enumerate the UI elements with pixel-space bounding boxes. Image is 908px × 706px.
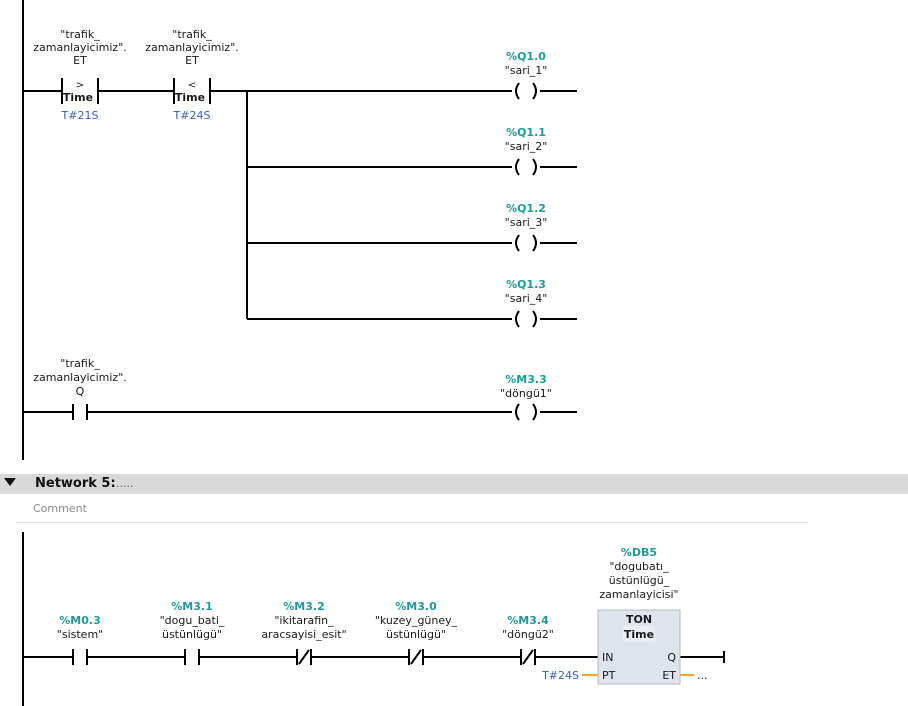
coil-name: "sari_1" — [505, 64, 548, 77]
contact-label: Q — [76, 385, 85, 398]
coil-sari-2[interactable]: %Q1.1 "sari_2" — [505, 126, 548, 176]
coil-name: "sari_2" — [505, 140, 548, 153]
contact-label: üstünlügü" — [386, 628, 446, 641]
contact-label: üstünlügü" — [162, 628, 222, 641]
timer-name: "dogubatı_ — [609, 560, 669, 573]
timer-db-address: %DB5 — [621, 546, 657, 559]
contact-label: aracsayisi_esit" — [261, 628, 346, 641]
timer-name: üstünlügü_ — [609, 574, 670, 587]
contact-address: %M3.4 — [507, 614, 549, 627]
contact-label: "sistem" — [57, 628, 103, 641]
timer-pin-pt: PT — [602, 669, 616, 682]
contact-label: "dogu_bati_ — [160, 614, 225, 627]
contact-address: %M3.2 — [283, 600, 324, 613]
coil-name: "döngü1" — [500, 387, 552, 400]
compare-param[interactable]: T#24S — [173, 109, 211, 122]
timer-pin-q: Q — [667, 651, 676, 664]
network-title: Network 5: — [35, 476, 116, 491]
timer-pin-et: ET — [662, 669, 676, 682]
contact-label: "döngü2" — [502, 628, 554, 641]
operand-label: ET — [73, 54, 87, 67]
contact-ikitarafin[interactable]: %M3.2 "ikitarafin_ aracsayisi_esit" — [261, 600, 347, 665]
contact-address: %M3.1 — [171, 600, 212, 613]
coil-sari-1[interactable]: %Q1.0 "sari_1" — [505, 50, 548, 100]
coil-sari-3[interactable]: %Q1.2 "sari_3" — [505, 202, 548, 252]
contact-address: %M3.0 — [395, 600, 437, 613]
contact-timer-q[interactable]: "trafik_ zamanlayicimiz". Q — [33, 357, 127, 420]
compare-operator: < — [188, 80, 196, 91]
timer-type: TON — [626, 613, 652, 626]
coil-address: %M3.3 — [505, 373, 546, 386]
timer-et-value[interactable]: ... — [697, 669, 708, 682]
timer-name: zamanlayicisi" — [599, 588, 678, 601]
timer-subtype-box — [623, 626, 655, 642]
comment-placeholder: Comment — [33, 502, 87, 515]
coil-sari-4[interactable]: %Q1.3 "sari_4" — [505, 278, 548, 328]
contact-label: zamanlayicimiz". — [33, 371, 127, 384]
operand-label: zamanlayicimiz". — [145, 41, 239, 54]
timer-pt-value[interactable]: T#24S — [541, 669, 579, 682]
compare-operator: > — [76, 80, 84, 91]
compare-type: Time — [175, 91, 205, 104]
compare-param[interactable]: T#21S — [61, 109, 99, 122]
coil-name: "sari_4" — [505, 292, 548, 305]
operand-label: "trafik_ — [60, 28, 100, 41]
contact-dogu-bati[interactable]: %M3.1 "dogu_bati_ üstünlügü" — [160, 600, 225, 665]
contact-label: "kuzey_güney_ — [375, 614, 458, 627]
network-comment[interactable]: Comment — [16, 498, 808, 523]
timer-pin-in: IN — [602, 651, 613, 664]
network-title-placeholder[interactable]: ..... — [116, 477, 134, 490]
contact-label: "ikitarafin_ — [274, 614, 334, 627]
compare-greater-time[interactable]: "trafik_ zamanlayicimiz". ET > Time T#21… — [33, 28, 127, 122]
coil-address: %Q1.1 — [506, 126, 546, 139]
contact-sistem[interactable]: %M0.3 "sistem" — [57, 614, 103, 665]
coil-address: %Q1.3 — [506, 278, 546, 291]
timer-subtype: Time — [624, 628, 654, 641]
contact-dongu2[interactable]: %M3.4 "döngü2" — [502, 614, 554, 665]
contact-label: "trafik_ — [60, 357, 100, 370]
coil-name: "sari_3" — [505, 216, 548, 229]
operand-label: "trafik_ — [172, 28, 212, 41]
coil-address: %Q1.2 — [506, 202, 546, 215]
coil-dongu1[interactable]: %M3.3 "döngü1" — [500, 373, 552, 421]
compare-less-time[interactable]: "trafik_ zamanlayicimiz". ET < Time T#24… — [145, 28, 239, 122]
operand-label: ET — [185, 54, 199, 67]
coil-address: %Q1.0 — [506, 50, 546, 63]
collapse-triangle-icon[interactable] — [4, 478, 16, 486]
timer-box — [597, 609, 681, 685]
compare-type: Time — [63, 91, 93, 104]
network-5-header[interactable]: Network 5: ..... — [0, 474, 908, 494]
operand-label: zamanlayicimiz". — [33, 41, 127, 54]
contact-address: %M0.3 — [59, 614, 100, 627]
contact-kuzey-guney[interactable]: %M3.0 "kuzey_güney_ üstünlügü" — [375, 600, 458, 665]
ton-timer-block[interactable]: %DB5 "dogubatı_ üstünlügü_ zamanlayicisi… — [597, 546, 681, 685]
